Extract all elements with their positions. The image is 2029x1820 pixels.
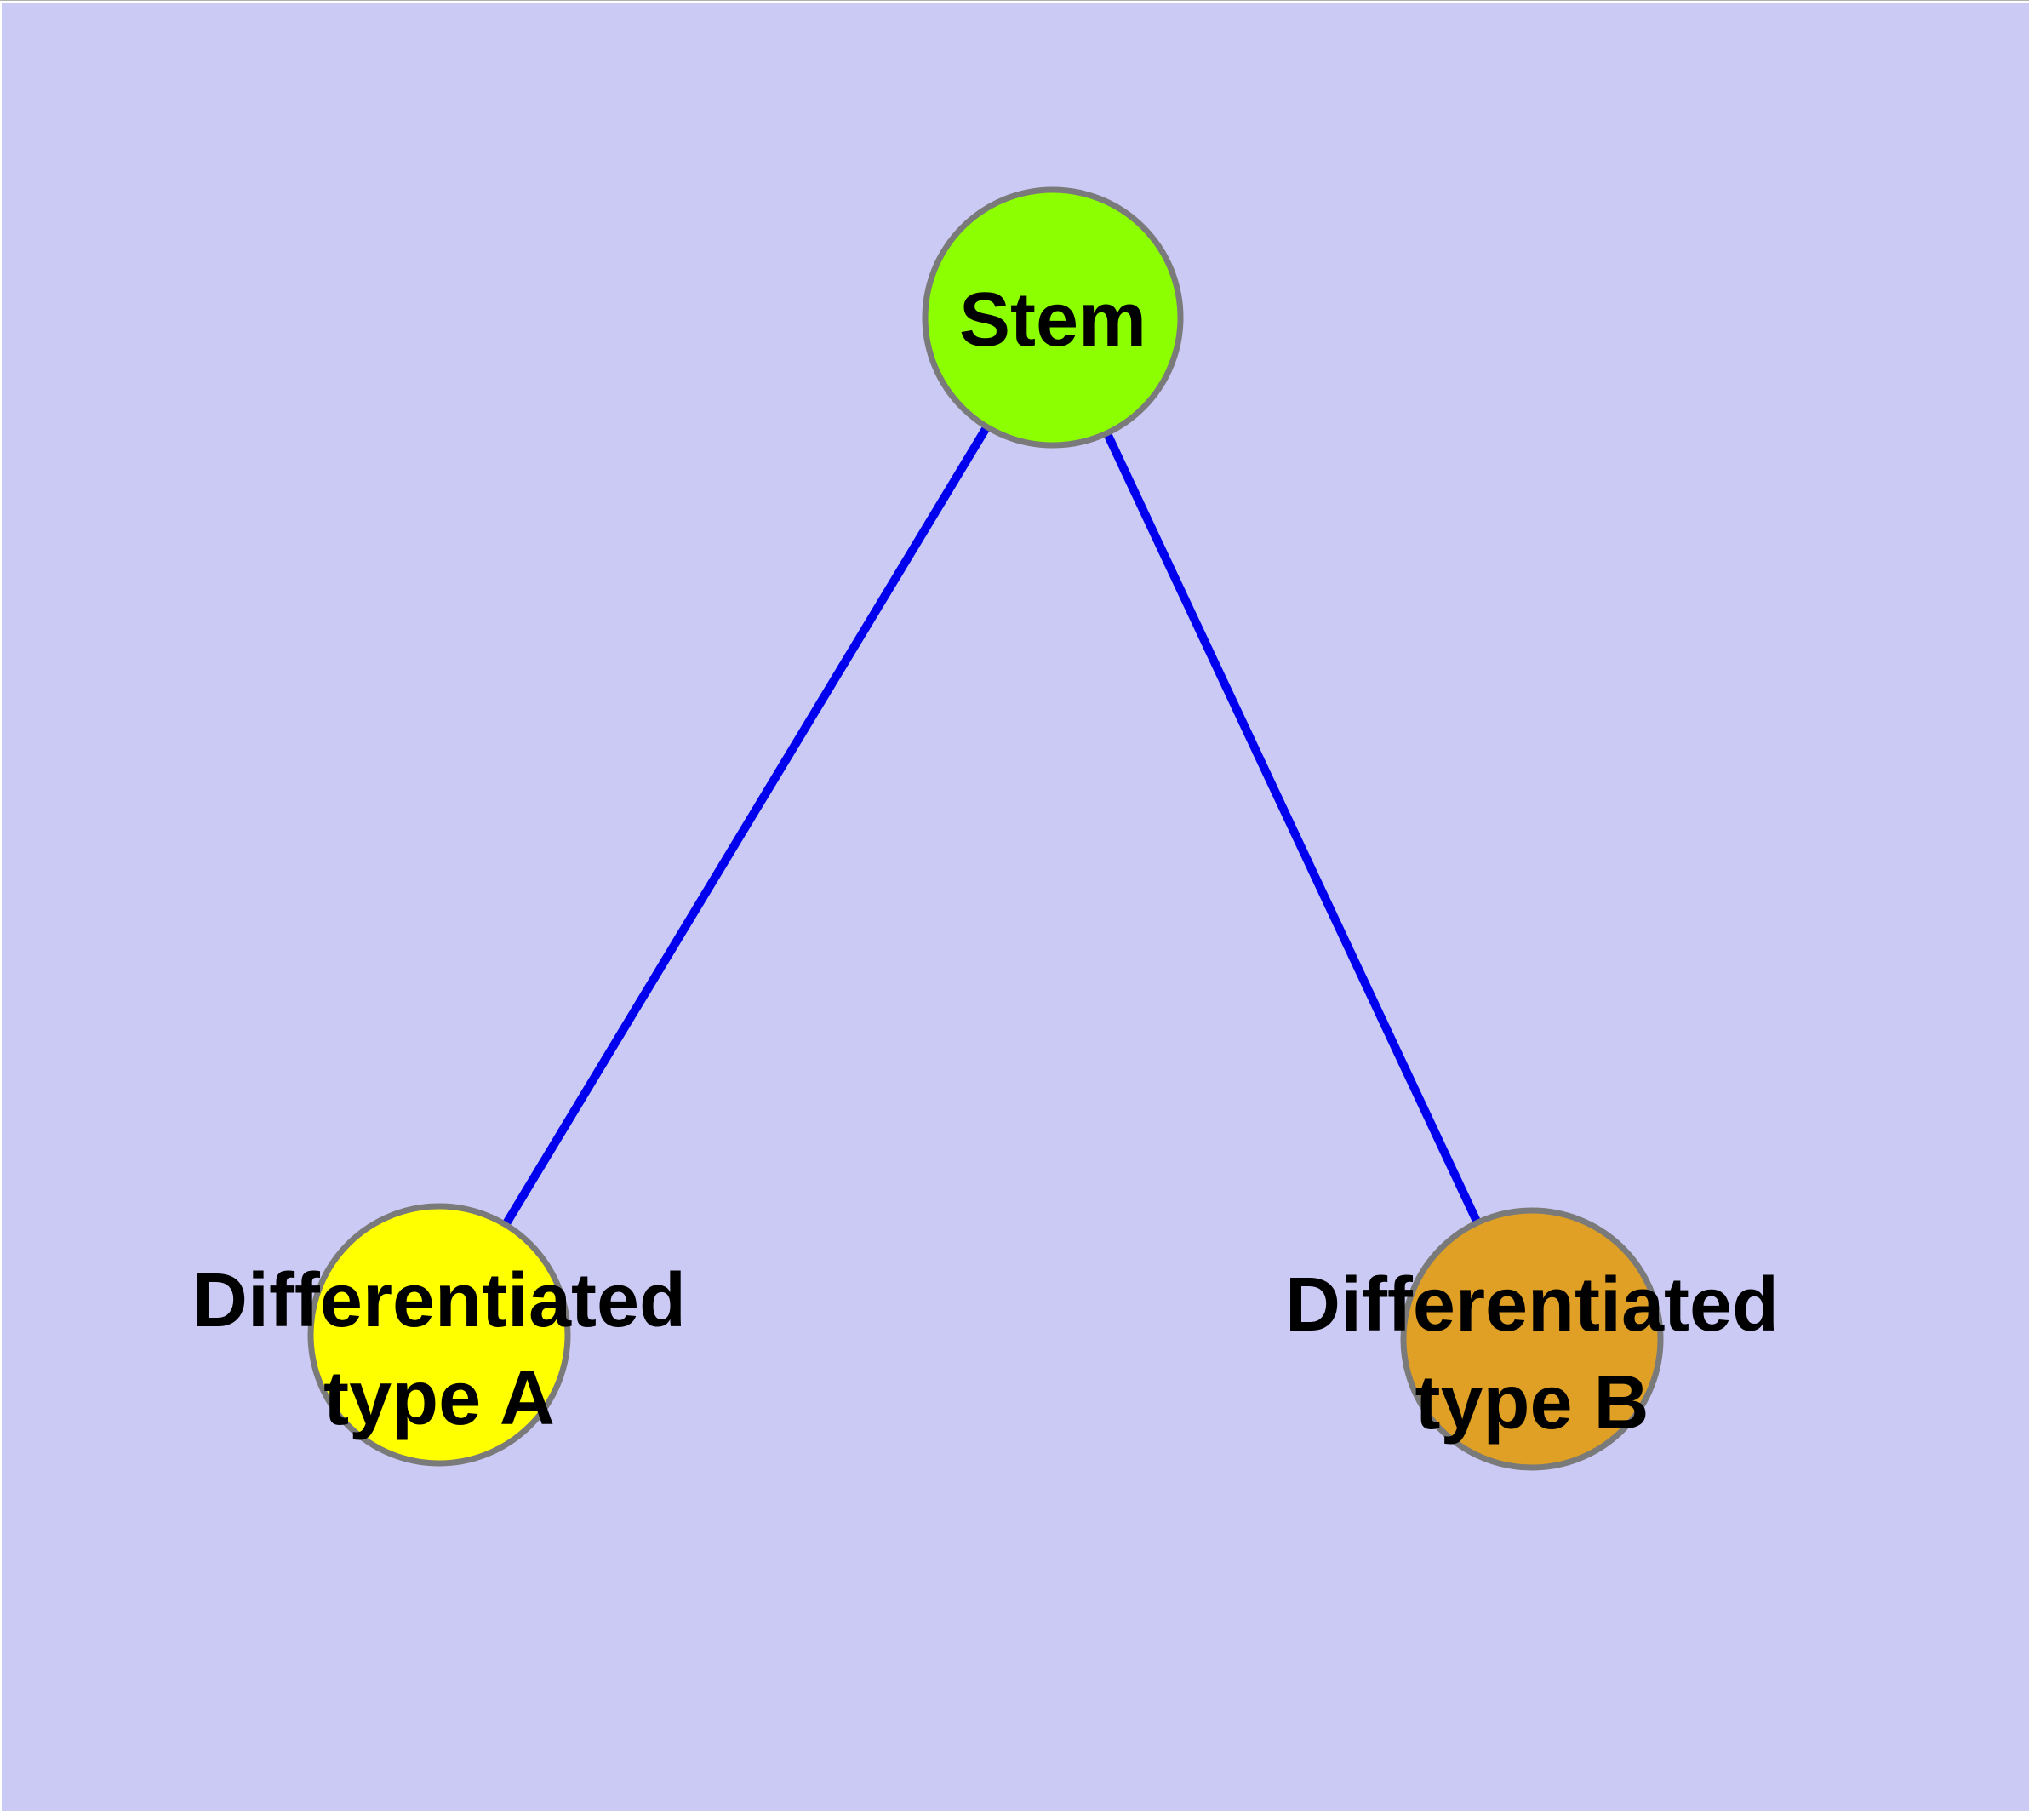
- node-type-b-label-line1: Differentiated: [1285, 1262, 1779, 1348]
- edge-stem-to-type-a: [435, 315, 1057, 1337]
- edge-stem-to-type-b: [1049, 315, 1536, 1342]
- node-type-a-label-line2: type A: [323, 1356, 555, 1441]
- node-stem-label: Stem: [959, 278, 1146, 363]
- top-hairline: [0, 0, 2029, 1]
- node-type-a-label-line1: Differentiated: [192, 1258, 686, 1343]
- node-stem: Stem: [922, 186, 1184, 449]
- node-type-a-circle: [307, 1203, 571, 1467]
- node-stem-circle: [922, 186, 1184, 449]
- node-differentiated-type-a: Differentiated type A: [192, 1203, 686, 1467]
- node-differentiated-type-b: Differentiated type B: [1285, 1207, 1779, 1471]
- node-type-b-circle: [1400, 1207, 1664, 1471]
- node-type-b-label-line2: type B: [1415, 1360, 1649, 1445]
